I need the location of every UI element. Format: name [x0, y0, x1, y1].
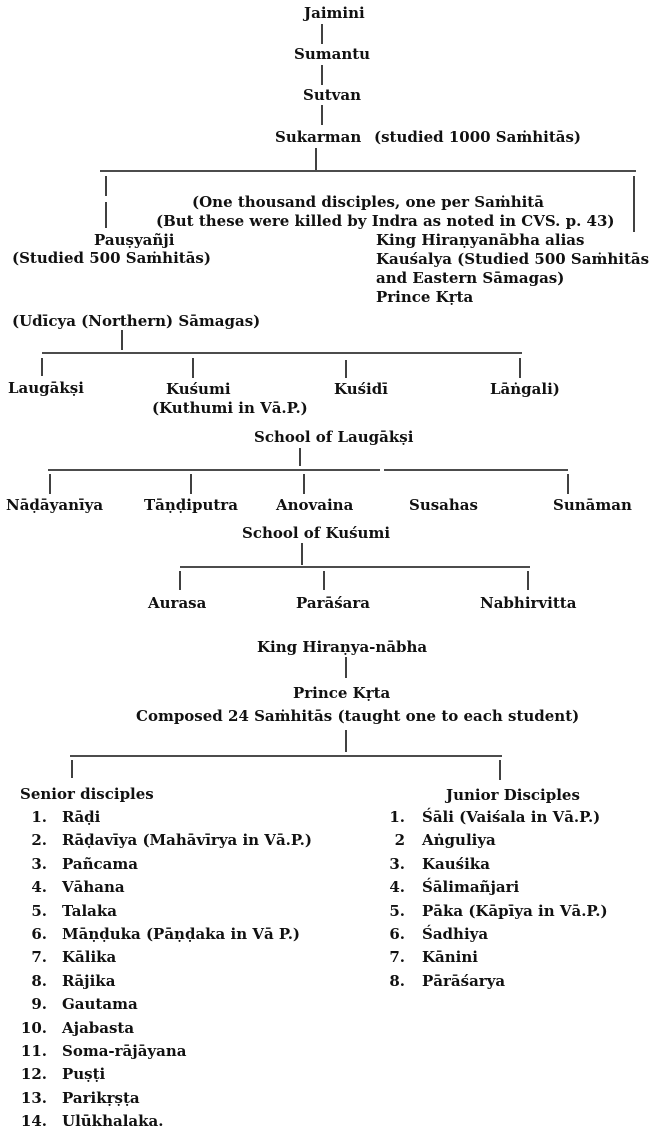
- senior-number: 13.: [20, 1088, 47, 1107]
- member-laugaksi-2: Anovaina: [276, 496, 354, 514]
- node-kusumi: Kuśumi: [166, 380, 231, 398]
- member-kusumi-0: Aurasa: [148, 594, 207, 612]
- junior-number: 5.: [389, 901, 405, 920]
- node-kusidi: Kuśidī: [334, 380, 388, 398]
- node-king-hiranya-nabha: King Hiraṇya-nābha: [257, 638, 428, 656]
- junior-disciple: Aṅguliya: [422, 831, 496, 850]
- senior-disciple: Parikṛṣṭa: [62, 1088, 140, 1107]
- junior-number: 1.: [389, 808, 405, 826]
- node-hiranyanabha: King Hiraṇyanābha alias: [376, 231, 585, 249]
- title-school-kusumi: School of Kuśumi: [242, 524, 391, 542]
- junior-disciple: Kānini: [422, 948, 478, 967]
- senior-disciple: Rājika: [62, 971, 116, 990]
- senior-disciple: Rāḍavīya (Mahāvīrya in Vā.P.): [62, 831, 313, 850]
- node-northern-samagas: (Udīcya (Northern) Sāmagas): [12, 312, 261, 330]
- senior-disciple: Vāhana: [62, 878, 125, 897]
- note-composed-24: Composed 24 Saṁhitās (taught one to each…: [136, 707, 580, 725]
- note-killed-by-indra: (But these were killed by Indra as noted…: [156, 212, 615, 230]
- note-hiranyanabha-2: and Eastern Sāmagas): [376, 269, 565, 287]
- node-jaimini: Jaimini: [304, 4, 365, 22]
- node-langali: Lāṅgali): [490, 380, 560, 398]
- senior-number: 12.: [20, 1065, 47, 1084]
- junior-disciple: Śālimañjari: [422, 878, 520, 897]
- senior-number: 2.: [31, 831, 47, 850]
- junior-number: 6.: [389, 925, 405, 943]
- note-sukarman: (studied 1000 Saṁhitās): [374, 128, 582, 146]
- senior-number: 1.: [31, 808, 47, 826]
- junior-disciple: Pāka (Kāpīya in Vā.P.): [422, 901, 608, 920]
- junior-disciple: Pārāśarya: [422, 971, 506, 990]
- member-laugaksi-1: Tāṇḍiputra: [144, 496, 238, 514]
- senior-number: 8.: [31, 971, 47, 990]
- member-laugaksi-0: Nāḍāyanīya: [6, 496, 104, 514]
- member-laugaksi-4: Sunāman: [553, 496, 632, 514]
- senior-disciple: Kālika: [62, 948, 117, 967]
- note-thousand-disciples: (One thousand disciples, one per Saṁhitā: [192, 193, 544, 211]
- senior-disciple: Māṇḍuka (Pāṇḍaka in Vā P.): [62, 925, 301, 943]
- junior-number: 8.: [389, 971, 405, 990]
- note-hiranyanabha-1: Kauśalya (Studied 500 Saṁhitās: [376, 250, 650, 268]
- senior-number: 9.: [31, 995, 47, 1014]
- junior-number: 7.: [389, 948, 405, 967]
- senior-number: 10.: [20, 1018, 47, 1037]
- node-pausyanji: Pauṣyañji: [94, 231, 175, 249]
- senior-disciple: Ajabasta: [62, 1018, 135, 1037]
- senior-disciple: Ulūkhalaka.: [62, 1112, 164, 1131]
- member-laugaksi-3: Susahas: [409, 496, 478, 514]
- node-sutvan: Sutvan: [303, 86, 362, 104]
- senior-disciple: Talaka: [62, 901, 117, 920]
- senior-disciple: Soma-rājāyana: [62, 1042, 187, 1060]
- member-kusumi-1: Parāśara: [296, 594, 371, 612]
- senior-number: 14.: [20, 1112, 47, 1131]
- node-prince-krta: Prince Kṛta: [293, 684, 391, 702]
- senior-number: 11.: [20, 1042, 47, 1060]
- junior-disciple: Śāli (Vaiśala in Vā.P.): [422, 808, 601, 826]
- junior-number: 3.: [389, 854, 405, 873]
- title-school-laugaksi: School of Laugākṣi: [254, 428, 414, 446]
- junior-number: 2: [394, 831, 405, 850]
- member-kusumi-2: Nabhirvitta: [480, 594, 577, 612]
- node-prince-krta-top: Prince Kṛta: [376, 288, 474, 306]
- note-pausyanji: (Studied 500 Saṁhitās): [12, 249, 211, 267]
- node-sukarman: Sukarman: [275, 128, 362, 146]
- junior-disciple: Kauśika: [422, 854, 490, 873]
- senior-number: 5.: [31, 901, 47, 920]
- junior-number: 4.: [389, 878, 405, 897]
- senior-disciple: Rāḍi: [62, 808, 101, 826]
- node-sumantu: Sumantu: [294, 45, 371, 63]
- note-kusumi: (Kuthumi in Vā.P.): [152, 399, 308, 417]
- senior-disciple: Puṣṭi: [62, 1065, 106, 1084]
- title-senior-disciples: Senior disciples: [20, 785, 154, 803]
- junior-disciple: Śadhiya: [422, 925, 489, 943]
- senior-number: 4.: [31, 878, 47, 897]
- senior-number: 3.: [31, 854, 47, 873]
- senior-disciple: Gautama: [62, 995, 138, 1014]
- senior-number: 6.: [31, 925, 47, 943]
- senior-disciple: Pañcama: [62, 854, 138, 873]
- senior-number: 7.: [31, 948, 47, 967]
- title-junior-disciples: Junior Disciples: [446, 786, 580, 804]
- node-laugaksi: Laugākṣi: [8, 379, 84, 397]
